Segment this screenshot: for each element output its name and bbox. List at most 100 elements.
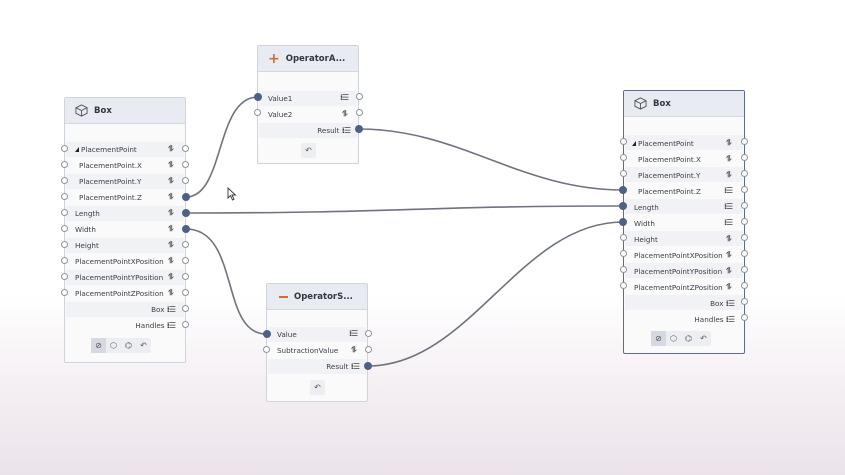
pin-out-placementpoint-z[interactable] [182,193,190,201]
lacing-icon[interactable]: ⥮ [726,170,732,179]
pin-out-handles[interactable] [182,321,189,328]
pin-out-placementpoint[interactable] [182,145,189,152]
wire-subresult-to-width [367,221,624,367]
pin-out-length[interactable] [182,209,190,217]
pin-out-value1[interactable] [356,93,363,100]
lacing-icon[interactable]: ⥮ [168,192,174,201]
pin-out-height[interactable] [182,241,189,248]
pin-out-placementpoint-y[interactable] [741,170,748,177]
revert-icon[interactable]: ↶ [305,146,312,155]
pin-out-handles[interactable] [741,314,748,321]
pin-out-ypos[interactable] [741,266,748,273]
pin-out-value[interactable] [365,330,372,337]
operator-sub-header[interactable]: OperatorS... [267,284,367,310]
lacing-icon[interactable]: ⥮ [168,144,174,153]
operator-add-header[interactable]: + OperatorA... [258,46,358,72]
pin-out-value2[interactable] [356,109,363,116]
box-node-right-header[interactable]: Box [624,91,744,117]
pin-in-xpos[interactable] [61,257,68,264]
lacing-icon[interactable]: ⥮ [726,138,732,147]
pin-in-xpos[interactable] [620,250,627,257]
lacing-icon[interactable]: ⥮ [168,176,174,185]
list-icon[interactable]: ⁞☰ [724,218,733,227]
pin-in-value[interactable] [263,330,271,338]
preview-off-icon[interactable]: ⊘ [651,331,666,346]
pin-in-placementpoint-x[interactable] [620,154,627,161]
lacing-icon[interactable]: ⥮ [168,160,174,169]
pin-in-width[interactable] [619,218,627,226]
pin-in-placementpoint-z[interactable] [619,186,627,194]
revert-icon[interactable]: ↶ [700,334,707,343]
lacing-icon[interactable]: ⥮ [168,208,174,217]
lacing-icon[interactable]: ⥮ [351,345,357,354]
pin-out-placementpoint-z[interactable] [741,186,748,193]
box-node-left[interactable]: Box PlacementPoint PlacementPoint.X Plac… [64,97,186,363]
lacing-icon[interactable]: ⥮ [726,266,732,275]
pin-in-length[interactable] [619,202,627,210]
pin-in-width[interactable] [61,225,68,232]
lacing-icon[interactable]: ⥮ [726,250,732,259]
lacing-icon[interactable]: ⥮ [168,256,174,265]
lacing-icon[interactable]: ⥮ [168,240,174,249]
pin-in-placementpoint[interactable] [61,145,68,152]
lacing-icon[interactable]: ⥮ [726,282,732,291]
pin-out-placementpoint-x[interactable] [182,161,189,168]
node-toolbar: ↶ [301,143,316,158]
pin-out-placementpoint[interactable] [741,138,748,145]
lacing-icon[interactable]: ⥮ [342,109,348,118]
operator-add-node[interactable]: + OperatorA... Value1 Value2 Result ⁞☰ ⁞… [257,45,359,164]
pin-out-width[interactable] [182,225,190,233]
pin-out-length[interactable] [741,202,748,209]
pin-in-ypos[interactable] [620,266,627,273]
pin-out-xpos[interactable] [741,250,748,257]
pin-in-placementpoint-x[interactable] [61,161,68,168]
pin-in-placementpoint[interactable] [620,138,627,145]
operator-sub-node[interactable]: OperatorS... Value SubtractionValue Resu… [266,283,368,402]
lacing-icon[interactable]: ⥮ [726,154,732,163]
list-icon[interactable]: ⁞☰ [724,186,733,195]
pin-out-result[interactable] [355,125,363,133]
pin-in-ypos[interactable] [61,273,68,280]
output-handles: Handles ⁞☰ [694,314,735,324]
pin-in-placementpoint-y[interactable] [620,170,627,177]
pin-out-zpos[interactable] [741,282,748,289]
revert-icon[interactable]: ↶ [140,341,147,350]
pin-out-result[interactable] [364,362,372,370]
pin-in-length[interactable] [61,209,68,216]
pin-out-width[interactable] [741,218,748,225]
pin-out-height[interactable] [741,234,748,241]
pin-in-zpos[interactable] [61,289,68,296]
pin-out-ypos[interactable] [182,273,189,280]
pin-in-zpos[interactable] [620,282,627,289]
list-icon[interactable]: ⁞☰ [340,93,349,102]
pin-out-placementpoint-y[interactable] [182,177,189,184]
lacing-icon[interactable]: ⥮ [168,224,174,233]
preview-off-icon[interactable]: ⊘ [91,338,106,353]
graph-icon[interactable]: ⌬ [685,334,692,343]
pin-out-box[interactable] [182,305,189,312]
revert-icon[interactable]: ↶ [314,383,321,392]
geometry-icon[interactable]: ⬡ [670,334,677,343]
lacing-icon[interactable]: ⥮ [168,272,174,281]
pin-in-value1[interactable] [254,93,262,101]
pin-out-xpos[interactable] [182,257,189,264]
pin-in-height[interactable] [61,241,68,248]
pin-in-placementpoint-y[interactable] [61,177,68,184]
box-node-left-header[interactable]: Box [65,98,185,124]
lacing-icon[interactable]: ⥮ [168,288,174,297]
wire-placementz-to-value1 [185,96,259,198]
graph-icon[interactable]: ⌬ [125,341,132,350]
list-icon[interactable]: ⁞☰ [724,202,733,211]
lacing-icon[interactable]: ⥮ [726,234,732,243]
pin-in-subtractionvalue[interactable] [263,346,270,353]
list-icon[interactable]: ⁞☰ [349,329,358,338]
pin-out-zpos[interactable] [182,289,189,296]
geometry-icon[interactable]: ⬡ [110,341,117,350]
pin-out-placementpoint-x[interactable] [741,154,748,161]
pin-in-placementpoint-z[interactable] [61,193,68,200]
pin-in-value2[interactable] [254,109,261,116]
pin-out-box[interactable] [741,298,748,305]
box-node-right[interactable]: Box PlacementPoint PlacementPoint.X Plac… [623,90,745,354]
pin-in-height[interactable] [620,234,627,241]
pin-out-subtractionvalue[interactable] [365,346,372,353]
